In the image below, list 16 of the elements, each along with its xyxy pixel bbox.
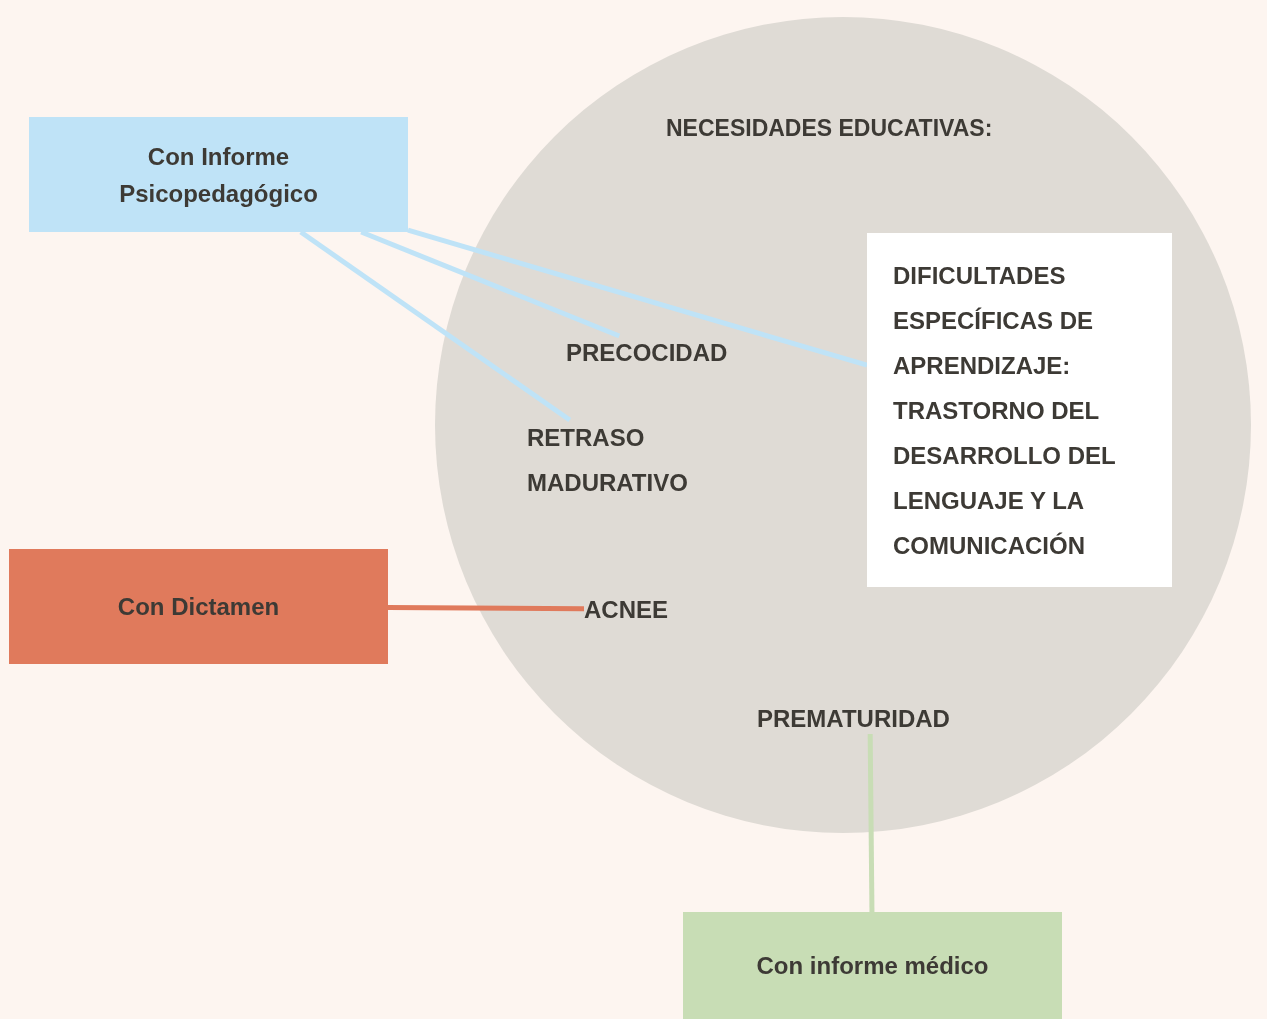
connector-line	[407, 227, 868, 368]
label-text: RETRASO MADURATIVO	[527, 423, 689, 498]
text-box	[867, 233, 1172, 587]
connector-line	[867, 733, 875, 913]
box-text: Con Dictamen	[117, 592, 280, 622]
label-text: ACNEE	[584, 594, 668, 625]
label-box	[683, 912, 1062, 1019]
box-text: DIFICULTADES ESPECÍFICAS DE APRENDIZAJE: TRASTORNO DEL DESARROLLO DEL LENGUAJE Y LA COMUNICACIÓN	[893, 260, 1117, 561]
label-text: PRECOCIDAD	[566, 337, 728, 368]
label-box	[9, 549, 388, 664]
heading: NECESIDADES EDUCATIVAS:	[666, 115, 993, 142]
box-text: Con informe médico	[756, 951, 989, 981]
connector-line	[388, 605, 584, 612]
label-box	[29, 117, 408, 232]
box-text: Con Informe Psicopedagógico	[118, 141, 319, 209]
label-text: PREMATURIDAD	[757, 703, 950, 734]
